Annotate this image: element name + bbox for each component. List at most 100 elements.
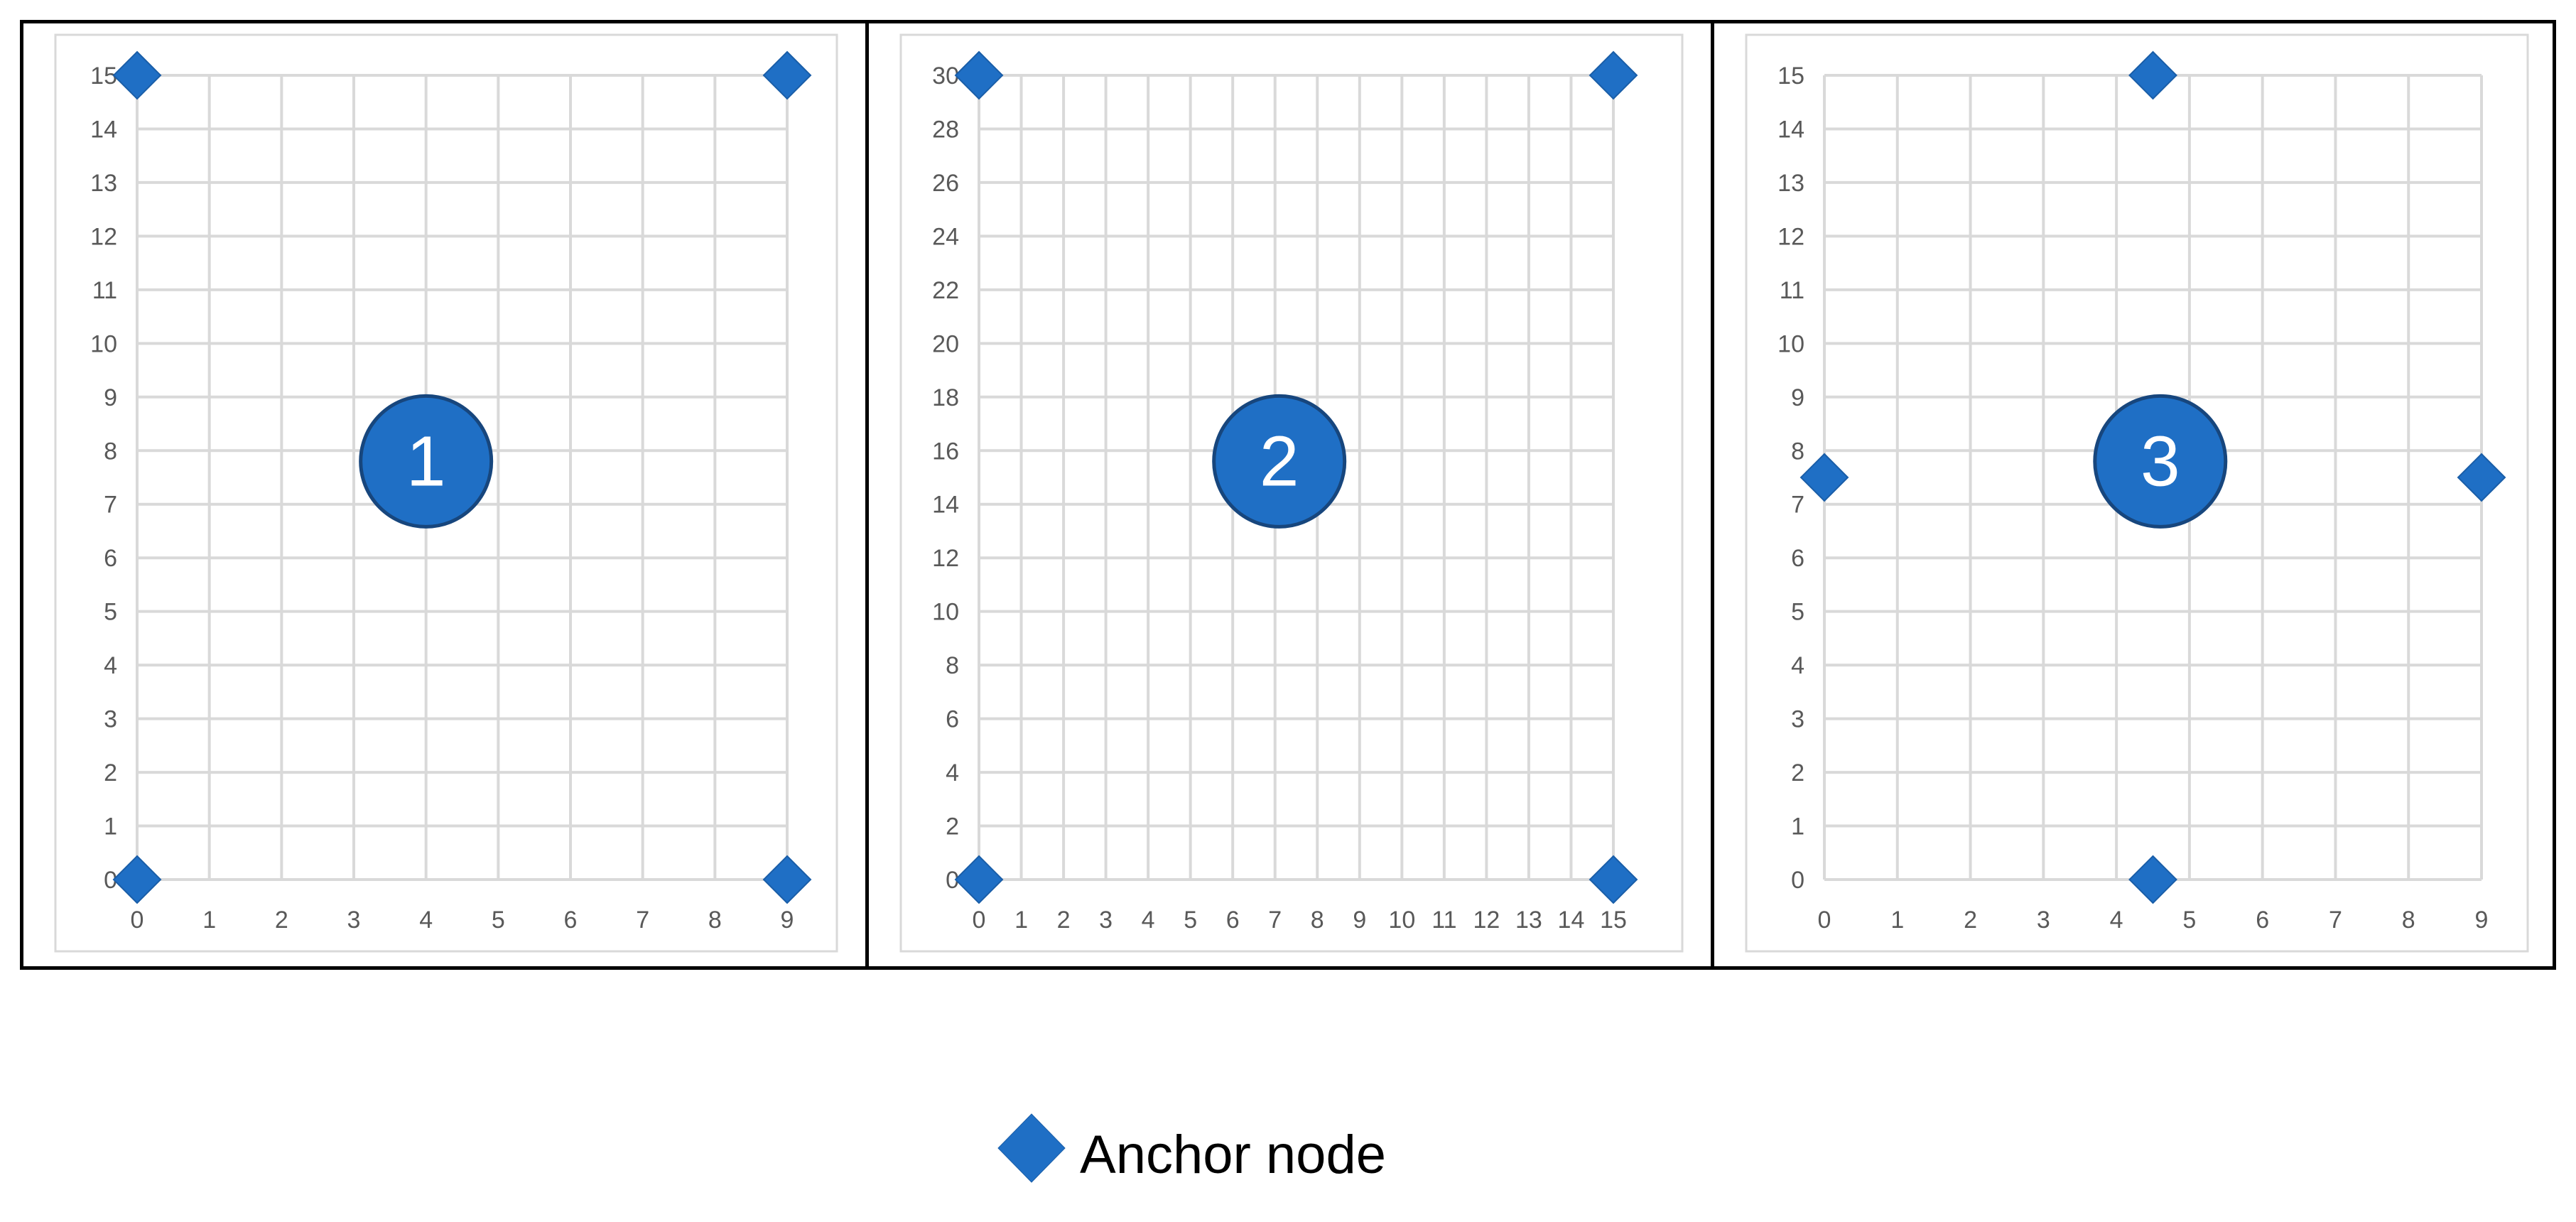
y-tick-label: 0 — [1791, 867, 1804, 894]
x-tick-label: 4 — [2110, 907, 2123, 934]
legend-marker-svg — [997, 1113, 1066, 1183]
anchor-node-marker — [762, 855, 812, 904]
y-tick-label: 24 — [932, 223, 959, 250]
y-tick-label: 12 — [932, 545, 959, 572]
y-tick-label: 20 — [932, 330, 959, 357]
y-tick-label: 1 — [104, 813, 117, 840]
x-tick-label: 10 — [1388, 907, 1415, 934]
y-tick-label: 16 — [932, 438, 959, 465]
y-tick-label: 14 — [932, 492, 959, 519]
y-tick-label: 12 — [1777, 223, 1804, 250]
anchor-node-marker — [1589, 50, 1638, 100]
x-tick-label: 1 — [1014, 907, 1028, 934]
x-tick-label: 11 — [1432, 907, 1456, 934]
x-tick-label: 1 — [1890, 907, 1904, 934]
y-tick-label: 0 — [104, 867, 117, 894]
x-tick-label: 13 — [1515, 907, 1542, 934]
y-tick-label: 6 — [1791, 545, 1804, 572]
y-tick-label: 9 — [1791, 384, 1804, 411]
anchor-node-marker — [112, 855, 162, 904]
y-tick-label: 4 — [104, 652, 117, 679]
x-tick-label: 5 — [2182, 907, 2196, 934]
y-tick-label: 7 — [1791, 492, 1804, 519]
x-tick-label: 4 — [419, 907, 433, 934]
x-tick-label: 0 — [973, 907, 986, 934]
x-tick-label: 9 — [781, 907, 794, 934]
x-tick-label: 3 — [2037, 907, 2050, 934]
y-tick-label: 10 — [932, 599, 959, 626]
y-tick-label: 6 — [946, 706, 959, 733]
legend: Anchor node — [995, 1108, 1492, 1194]
x-tick-label: 2 — [1964, 907, 1977, 934]
x-tick-label: 7 — [2329, 907, 2342, 934]
x-tick-label: 5 — [1184, 907, 1197, 934]
x-tick-label: 8 — [708, 907, 722, 934]
y-tick-label: 7 — [104, 492, 117, 519]
anchor-node-marker — [762, 50, 812, 100]
y-tick-label: 2 — [946, 813, 959, 840]
y-tick-label: 8 — [946, 652, 959, 679]
y-tick-label: 5 — [104, 599, 117, 626]
x-tick-label: 15 — [1600, 907, 1627, 934]
anchor-node-marker — [954, 50, 1004, 100]
x-tick-label: 6 — [1226, 907, 1240, 934]
anchor-node-marker — [112, 50, 162, 100]
diamond-marker-icon — [997, 1113, 1066, 1183]
y-tick-label: 2 — [104, 759, 117, 786]
x-tick-label: 6 — [564, 907, 578, 934]
y-tick-label: 1 — [1791, 813, 1804, 840]
x-tick-label: 1 — [202, 907, 216, 934]
y-tick-label: 3 — [1791, 706, 1804, 733]
badge-circle — [359, 394, 494, 529]
anchor-node-marker — [2128, 50, 2177, 100]
y-tick-label: 8 — [1791, 438, 1804, 465]
x-tick-label: 2 — [1057, 907, 1071, 934]
x-tick-label: 3 — [347, 907, 361, 934]
y-tick-label: 6 — [104, 545, 117, 572]
y-tick-label: 4 — [1791, 652, 1804, 679]
x-tick-label: 8 — [2402, 907, 2415, 934]
y-tick-label: 8 — [104, 438, 117, 465]
x-tick-label: 6 — [2256, 907, 2269, 934]
badge-label: 2 — [1260, 421, 1299, 501]
y-tick-label: 30 — [932, 63, 959, 90]
y-tick-label: 13 — [90, 170, 117, 197]
x-tick-label: 8 — [1311, 907, 1324, 934]
y-tick-label: 3 — [104, 706, 117, 733]
y-tick-label: 13 — [1777, 170, 1804, 197]
y-tick-label: 14 — [90, 116, 117, 143]
anchor-node-marker — [2457, 453, 2506, 502]
x-tick-label: 5 — [492, 907, 505, 934]
legend-label: Anchor node — [1080, 1125, 1386, 1185]
y-tick-label: 9 — [104, 384, 117, 411]
badge-circle — [2093, 394, 2228, 529]
y-tick-label: 22 — [932, 277, 959, 304]
y-tick-label: 10 — [1777, 330, 1804, 357]
x-tick-label: 0 — [131, 907, 144, 934]
y-tick-label: 10 — [90, 330, 117, 357]
x-tick-label: 12 — [1473, 907, 1500, 934]
y-tick-label: 4 — [946, 759, 959, 786]
y-tick-label: 28 — [932, 116, 959, 143]
x-tick-label: 7 — [1268, 907, 1282, 934]
anchor-node-marker — [954, 855, 1004, 904]
anchor-node-marker — [1800, 453, 1849, 502]
x-tick-label: 7 — [636, 907, 649, 934]
x-tick-label: 3 — [1099, 907, 1113, 934]
y-tick-label: 18 — [932, 384, 959, 411]
y-tick-label: 2 — [1791, 759, 1804, 786]
anchor-node-marker — [1589, 855, 1638, 904]
badge-label: 3 — [2141, 421, 2180, 501]
y-tick-label: 15 — [1777, 63, 1804, 90]
x-tick-label: 14 — [1558, 907, 1585, 934]
y-tick-label: 12 — [90, 223, 117, 250]
y-tick-label: 11 — [1780, 277, 1804, 304]
x-tick-label: 9 — [2475, 907, 2489, 934]
y-tick-label: 0 — [946, 867, 959, 894]
